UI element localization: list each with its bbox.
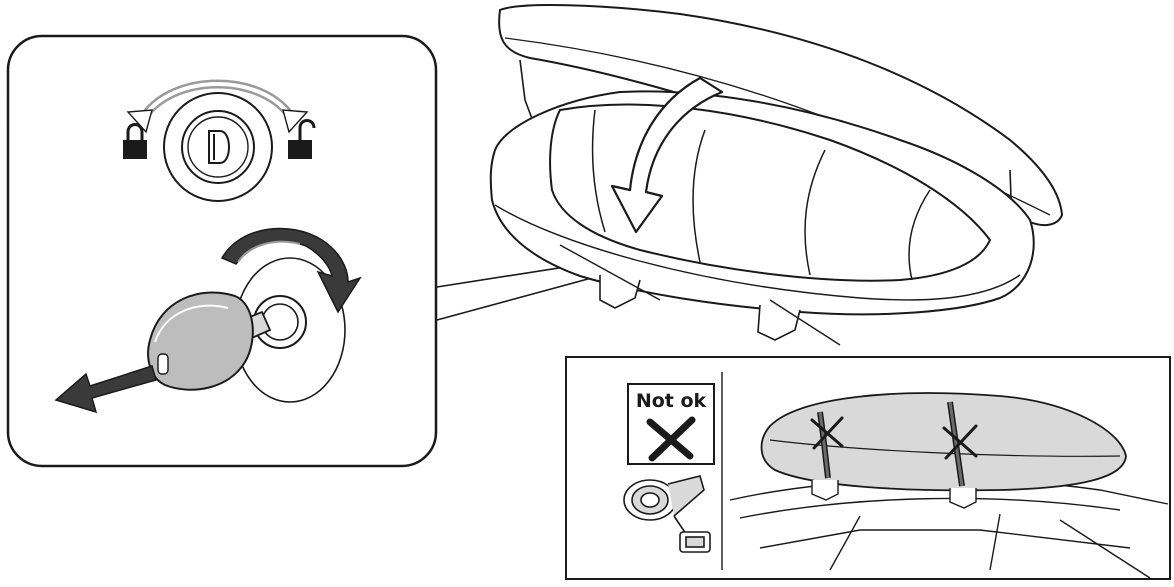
mount-foot-right <box>757 304 801 341</box>
turn-key-arrow-icon <box>220 227 362 314</box>
incorrect-strap-x-icon <box>810 416 978 460</box>
strap-warning-panel: Not ok <box>565 356 1171 580</box>
close-lid-arrow-icon <box>610 76 724 234</box>
strap-roll-icon <box>623 475 711 553</box>
key-in-lock-illustration <box>147 257 346 403</box>
lock-cylinder-icon <box>163 92 273 202</box>
bag-strap-3 <box>804 149 826 276</box>
pull-key-arrow-icon <box>54 365 157 414</box>
cross-mark-icon <box>646 416 696 462</box>
car-roof-with-box <box>729 392 1169 579</box>
not-ok-warning-box: Not ok <box>627 383 715 465</box>
not-ok-label: Not ok <box>636 390 707 412</box>
mount-foot-left <box>599 275 641 309</box>
bag-strap-4 <box>908 189 931 281</box>
lock-detail-panel <box>6 34 438 468</box>
bag-strap-1 <box>591 109 606 233</box>
bag-strap-2 <box>692 129 706 263</box>
small-roof-box <box>760 392 1127 492</box>
padlock-open-icon <box>288 119 316 159</box>
roof-box-open <box>489 4 1064 346</box>
padlock-closed-icon <box>123 123 147 159</box>
